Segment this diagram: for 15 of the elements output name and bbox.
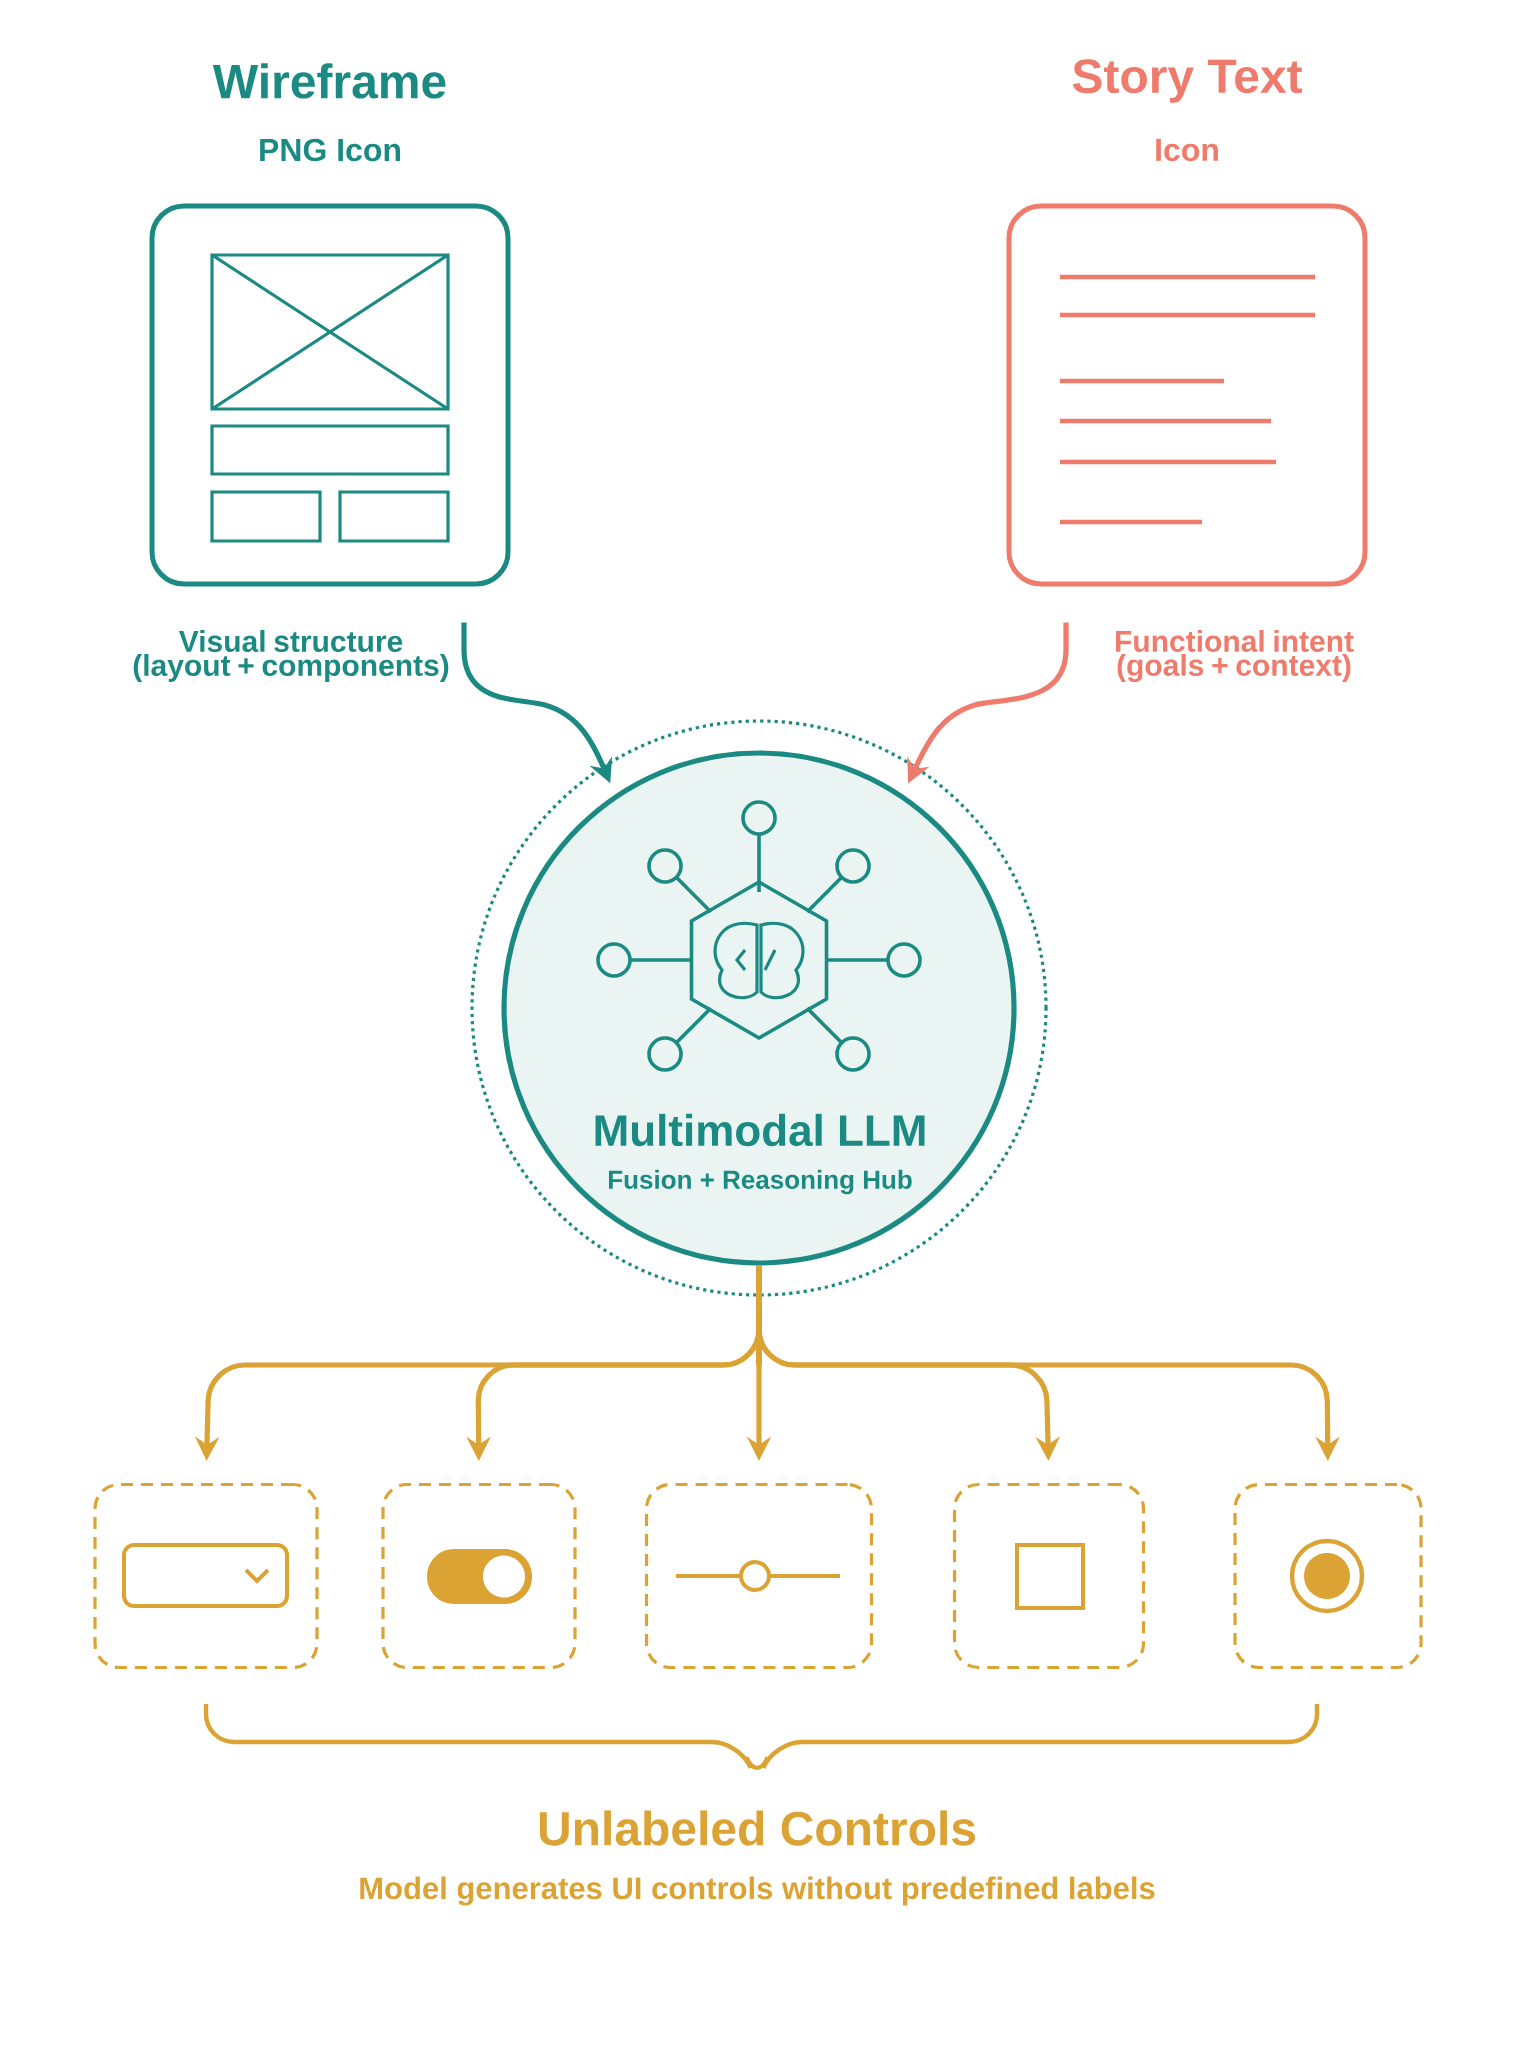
- card-title: Wireframe: [212, 63, 446, 99]
- card-subtitle: Icon: [1156, 138, 1218, 162]
- caption-text: Functional intent (goals + context): [1116, 629, 1354, 683]
- hub-title: Multimodal LLM: [595, 1113, 925, 1147]
- dashed-box: [644, 1482, 874, 1670]
- hub-subtitle: Fusion + Reasoning Hub: [609, 1169, 912, 1195]
- dashed-box: [381, 1482, 577, 1670]
- card-title: Story Text: [1072, 59, 1302, 103]
- section-title: Unlabeled Controls: [539, 1810, 976, 1846]
- caption-text: Visual structure (layout + components): [133, 630, 449, 682]
- dashed-box: [1233, 1482, 1423, 1670]
- dashed-box: [93, 1482, 319, 1670]
- dashed-box: [952, 1482, 1146, 1670]
- card-subtitle: PNG Icon: [260, 138, 400, 162]
- section-subtitle: Model generates UI controls without predefined labels: [360, 1876, 1155, 1906]
